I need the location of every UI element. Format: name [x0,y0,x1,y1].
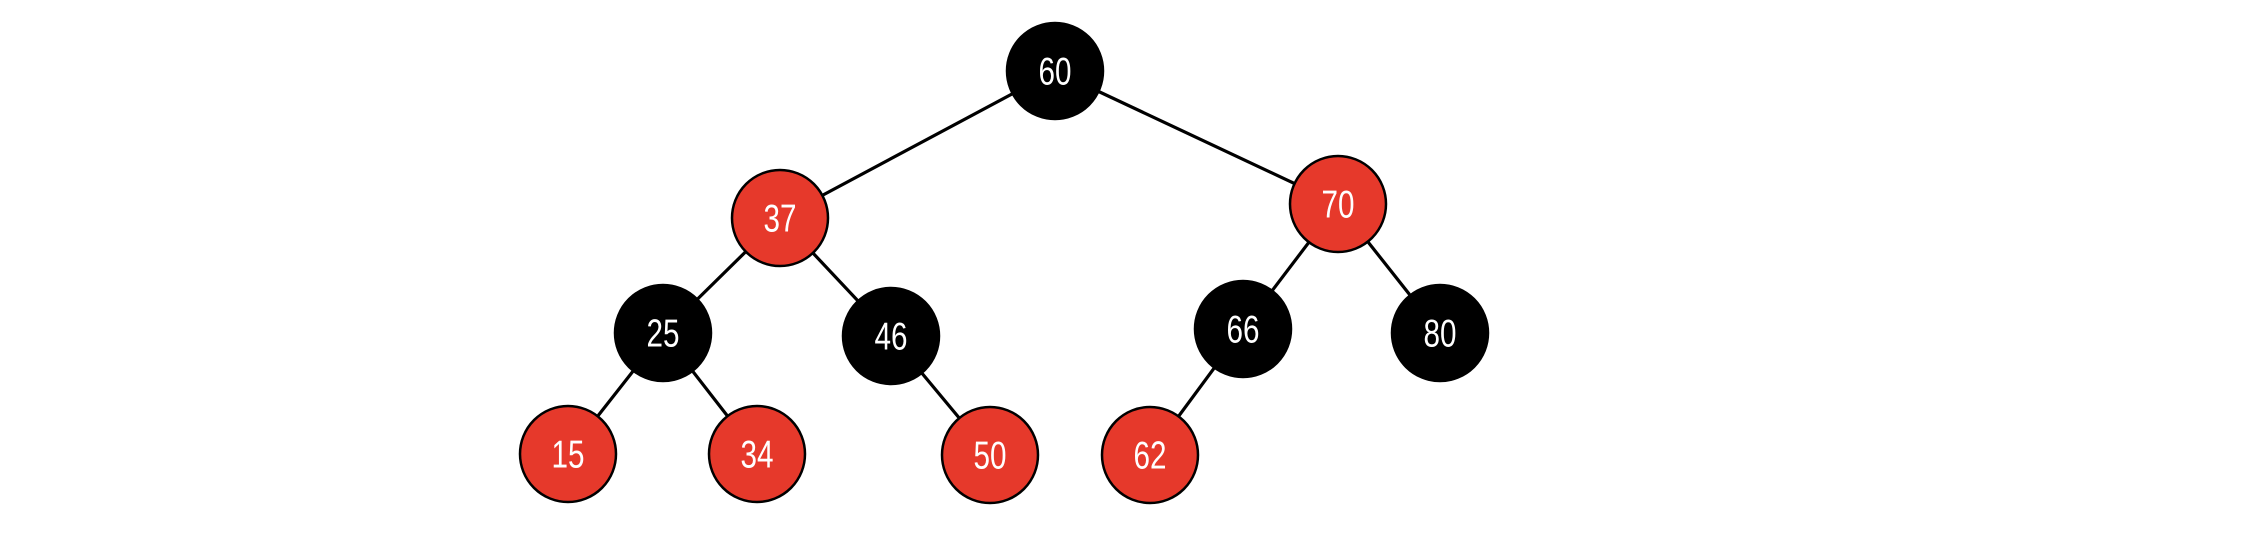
node-circle-66 [1193,279,1293,379]
node-label-80: 80 [1424,313,1457,356]
tree-node-15: 15 [518,404,618,504]
tree-node-37: 37 [730,168,830,268]
node-label-37: 37 [764,198,797,241]
tree-node-50: 50 [940,405,1040,505]
node-circle-25 [613,283,713,383]
tree-node-66: 66 [1193,279,1293,379]
node-label-34: 34 [741,434,774,477]
edge-60-37 [779,69,1056,220]
node-label-46: 46 [875,316,908,359]
node-circle-46 [841,286,941,386]
node-label-62: 62 [1134,435,1167,478]
tree-node-60: 60 [1005,21,1105,121]
node-circle-15 [518,404,618,504]
node-label-50: 50 [974,435,1007,478]
node-circle-34 [707,404,807,504]
node-circle-80 [1390,283,1490,383]
node-label-25: 25 [647,313,680,356]
node-circle-50 [940,405,1040,505]
tree-node-70: 70 [1288,154,1388,254]
node-circle-70 [1288,154,1388,254]
node-label-70: 70 [1322,184,1355,227]
node-label-66: 66 [1227,309,1260,352]
edge-60-70 [1054,69,1339,206]
node-circle-60 [1005,21,1105,121]
tree-node-46: 46 [841,286,941,386]
tree-node-80: 80 [1390,283,1490,383]
tree-node-25: 25 [613,283,713,383]
node-label-15: 15 [552,434,585,477]
node-label-60: 60 [1039,51,1072,94]
tree-node-62: 62 [1100,405,1200,505]
node-circle-37 [730,168,830,268]
node-circle-62 [1100,405,1200,505]
tree-node-34: 34 [707,404,807,504]
